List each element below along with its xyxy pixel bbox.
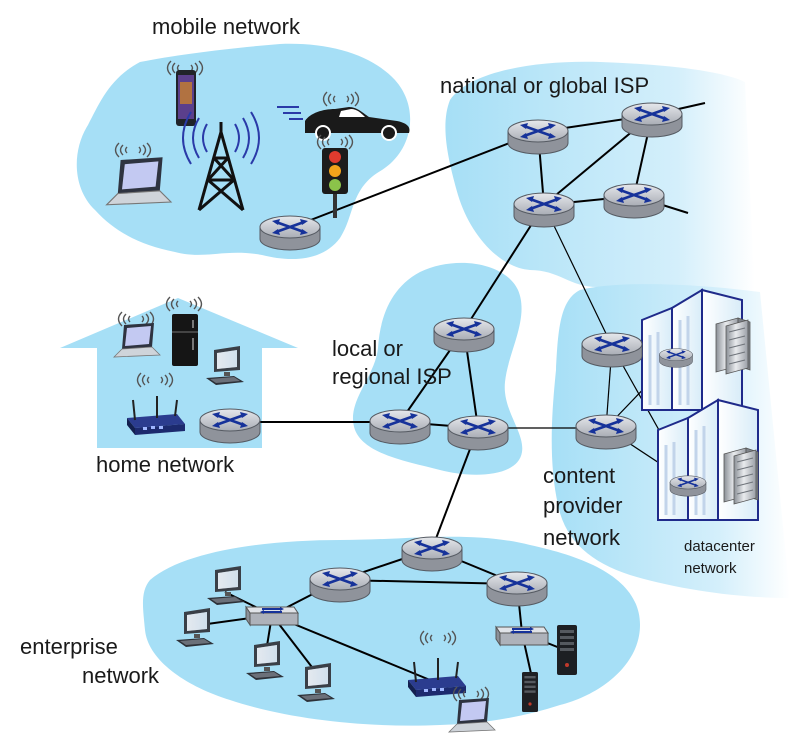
switch-icon[interactable]	[495, 626, 549, 646]
refrigerator-icon	[165, 296, 203, 366]
national-isp-label: national or global ISP	[440, 73, 650, 98]
local-isp-label-line1: local or	[332, 336, 403, 361]
enterprise-label-line2: network	[82, 663, 160, 688]
car-icon[interactable]	[277, 91, 410, 141]
router-icon[interactable]	[432, 316, 496, 354]
cell-tower-icon	[182, 111, 260, 212]
server-rack-icon	[723, 447, 759, 505]
router-icon[interactable]	[485, 570, 549, 608]
router-icon[interactable]	[620, 101, 684, 139]
router-icon[interactable]	[400, 535, 464, 573]
router-icon[interactable]	[308, 566, 372, 604]
router-icon[interactable]	[574, 413, 638, 451]
router-icon[interactable]	[506, 118, 570, 156]
content-provider-label-line3: network	[543, 525, 621, 550]
server-icon[interactable]	[557, 625, 577, 675]
switch-icon[interactable]	[245, 606, 299, 626]
router-icon[interactable]	[258, 214, 322, 252]
datacenter-label-line1: datacenter	[684, 538, 755, 555]
router-icon[interactable]	[669, 475, 707, 497]
server-rack-icon	[715, 317, 751, 375]
router-icon[interactable]	[512, 191, 576, 229]
router-icon[interactable]	[198, 407, 262, 445]
content-provider-label-line2: provider	[543, 493, 623, 518]
enterprise-label-line1: enterprise	[20, 634, 118, 659]
mobile-network-region	[76, 43, 411, 260]
local-isp-label-line2: regional ISP	[332, 364, 452, 389]
traffic-light-icon	[316, 134, 354, 218]
router-icon[interactable]	[368, 408, 432, 446]
content-provider-label-line1: content	[543, 463, 616, 488]
router-icon[interactable]	[658, 347, 694, 369]
datacenter-label-line2: network	[684, 560, 737, 577]
server-icon[interactable]	[522, 672, 538, 712]
mobile-network-label: mobile network	[152, 14, 300, 39]
router-icon[interactable]	[446, 414, 510, 452]
router-icon[interactable]	[602, 182, 666, 220]
home-network-label: home network	[96, 452, 235, 477]
router-icon[interactable]	[580, 331, 644, 369]
